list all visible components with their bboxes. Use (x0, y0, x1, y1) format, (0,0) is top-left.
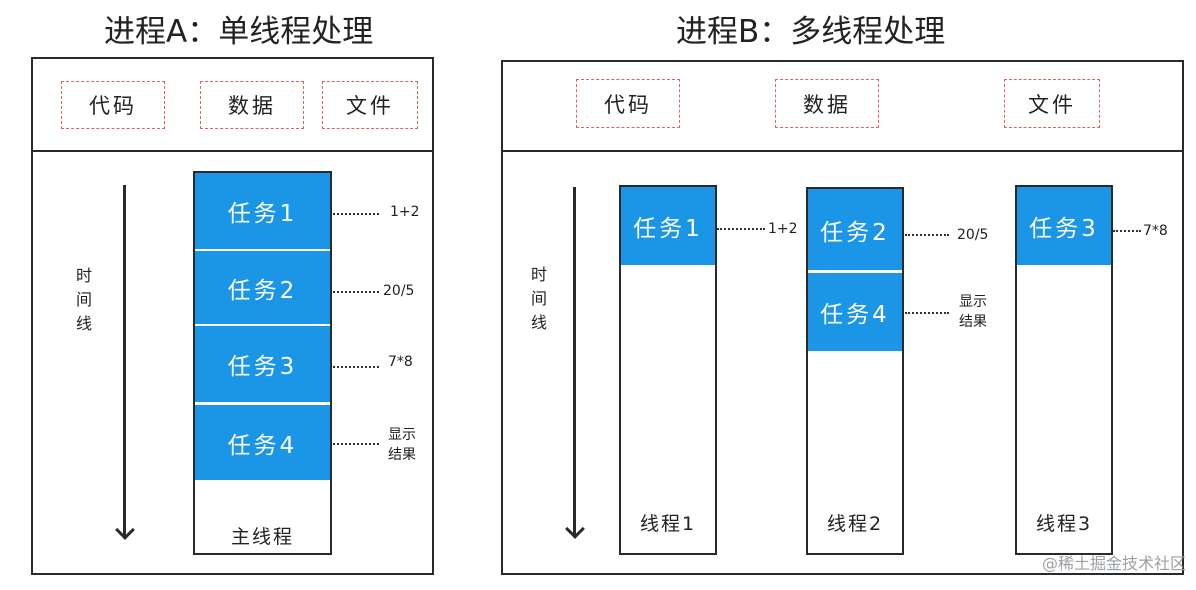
connector-3-b (1113, 230, 1141, 232)
main-thread-column: 任务1 任务2 任务3 任务4 主线程 (193, 171, 332, 555)
thread-2-label: 线程2 (826, 513, 884, 535)
task-4-a: 任务4 (195, 405, 330, 480)
note-3-a: 7*8 (388, 354, 413, 370)
note-2-a: 20/5 (383, 283, 415, 299)
data-tag-a: 数据 (200, 81, 304, 129)
timeline-label-a: 时 间 线 (75, 266, 92, 333)
connector-4-a (333, 443, 379, 445)
divider-b (503, 150, 1182, 152)
arrow-head-icon (565, 519, 585, 539)
thread-1-label: 线程1 (639, 513, 697, 535)
connector-2-a (333, 291, 379, 293)
note-1-a: 1+2 (390, 204, 420, 220)
note-4-a: 显示 结果 (388, 427, 416, 463)
code-tag-b: 代码 (576, 79, 680, 128)
watermark: @稀土掘金技术社区 (1041, 554, 1186, 573)
thread-2-column: 任务2 任务4 线程2 (806, 187, 904, 555)
thread-3-label: 线程3 (1035, 513, 1093, 535)
file-tag-a: 文件 (322, 81, 418, 129)
task-3-b: 任务3 (1017, 187, 1111, 265)
process-a-panel: 代码 数据 文件 时 间 线 任务1 任务2 任务3 任务4 主线程 1+2 2… (31, 57, 434, 575)
process-a-title: 进程A：单线程处理 (104, 14, 374, 50)
main-thread-label: 主线程 (230, 526, 294, 548)
task-1-a: 任务1 (195, 173, 330, 249)
task-1-b: 任务1 (621, 187, 715, 265)
connector-2-b (905, 234, 949, 236)
timeline-label-b: 时 间 线 (530, 265, 547, 332)
connector-4-b (905, 312, 949, 314)
note-3-b: 7*8 (1143, 223, 1168, 239)
note-1-b: 1+2 (768, 221, 798, 237)
connector-1-b (717, 228, 765, 230)
divider-a (33, 150, 432, 152)
connector-1-a (333, 213, 379, 215)
note-2-b: 20/5 (957, 227, 989, 243)
task-2-b: 任务2 (808, 189, 902, 270)
thread-3-column: 任务3 线程3 (1015, 185, 1113, 555)
thread-1-column: 任务1 线程1 (619, 185, 717, 555)
data-tag-b: 数据 (775, 79, 879, 128)
timeline-arrow-a (123, 185, 126, 537)
arrow-head-icon (115, 520, 135, 540)
task-2-a: 任务2 (195, 251, 330, 324)
file-tag-b: 文件 (1004, 79, 1100, 128)
timeline-arrow-b (573, 187, 576, 537)
task-3-a: 任务3 (195, 326, 330, 402)
connector-3-a (333, 366, 379, 368)
process-b-panel: 代码 数据 文件 时 间 线 任务1 线程1 任务2 任务4 线程2 任务3 线… (501, 60, 1184, 575)
note-4-b: 显示 结果 (959, 294, 987, 330)
code-tag-a: 代码 (61, 81, 165, 129)
process-b-title: 进程B：多线程处理 (676, 14, 946, 50)
task-4-b: 任务4 (808, 273, 902, 351)
